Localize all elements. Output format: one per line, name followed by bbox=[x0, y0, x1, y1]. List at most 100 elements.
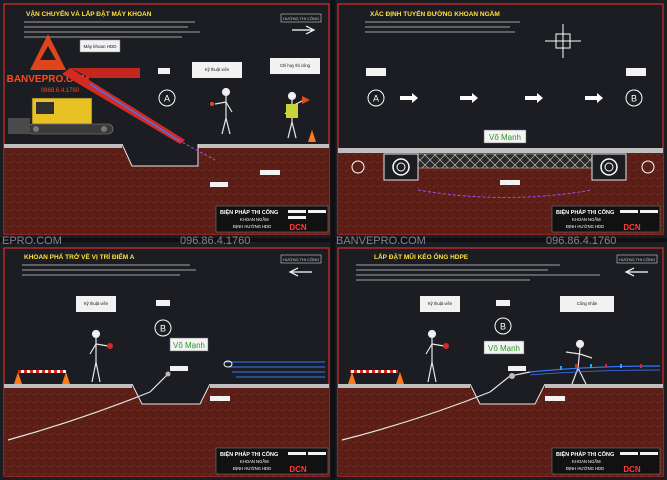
worker-note-4: Kỹ thuật viên bbox=[428, 301, 453, 306]
point-b-tag-3 bbox=[156, 300, 170, 306]
panel-2-notes bbox=[365, 21, 520, 33]
direction-box bbox=[280, 13, 322, 23]
point-a-tag bbox=[158, 68, 170, 74]
panel-3: KHOAN PHÁ TRỞ VỀ VỊ TRÍ ĐIỂM A HƯỚNG THI… bbox=[3, 247, 330, 477]
direction-box-3 bbox=[280, 254, 322, 264]
point-b-marker-3 bbox=[154, 319, 172, 337]
manhole-right bbox=[591, 153, 627, 181]
soil-tag bbox=[260, 170, 280, 175]
pipe-section-icon-2 bbox=[641, 160, 655, 174]
machine-note: Máy khoan HDD bbox=[83, 44, 117, 49]
road-surface-3-left bbox=[4, 384, 132, 388]
stamp-line2-3: KHOAN NGẦM bbox=[240, 459, 269, 464]
reamer-tag bbox=[170, 366, 188, 371]
stamp-line1-4: BIỆN PHÁP THI CÔNG bbox=[556, 450, 614, 458]
road-name-plate-4 bbox=[483, 340, 525, 355]
worker-note-2: Chỉ huy thi công bbox=[280, 63, 311, 68]
stamp-line3: ĐỊNH HƯỚNG HDD bbox=[233, 224, 271, 229]
point-b-tag-2 bbox=[626, 68, 646, 76]
panel-4-notes bbox=[356, 264, 600, 281]
point-b-label-3: B bbox=[160, 324, 166, 334]
hdd-drill-machine bbox=[8, 68, 185, 144]
traffic-cone-icon-4 bbox=[62, 372, 70, 384]
panel-1-title-block: BIỆN PHÁP THI CÔNG KHOAN NGẦM ĐỊNH HƯỚNG… bbox=[215, 205, 329, 233]
soil-tag-2 bbox=[210, 182, 228, 187]
traffic-cone-icon-3 bbox=[14, 372, 22, 384]
stamp-line3-3: ĐỊNH HƯỚNG HDD bbox=[233, 466, 271, 471]
locator-icon bbox=[107, 343, 113, 349]
stamp-line2-4: KHOAN NGẦM bbox=[572, 459, 601, 464]
road-base-gravel bbox=[417, 153, 593, 169]
panel-1-title: VẬN CHUYỂN VÀ LẮP ĐẶT MÁY KHOAN bbox=[26, 9, 152, 18]
soil-tag-4 bbox=[210, 396, 230, 401]
worker-callout-1 bbox=[192, 62, 242, 78]
road-name-plate-2 bbox=[483, 129, 527, 144]
traffic-cone-icon-5 bbox=[348, 372, 356, 384]
worker-callout-5 bbox=[560, 296, 614, 312]
watermark-phone-right: 096.86.4.1760 bbox=[546, 235, 616, 247]
point-a-marker bbox=[158, 89, 176, 107]
direction-label-4: HƯỚNG THI CÔNG bbox=[619, 257, 655, 262]
road-name-4: Võ Mạnh bbox=[488, 344, 520, 353]
stamp-line1: BIỆN PHÁP THI CÔNG bbox=[220, 208, 278, 216]
panel-2: XÁC ĐỊNH TUYẾN ĐƯỜNG KHOAN NGẦM A B Võ M… bbox=[337, 3, 664, 235]
panel-4-title: LẮP ĐẶT MŨI KÉO ỐNG HDPE bbox=[374, 251, 469, 261]
banvepro-logo: BANVEPRO.COM 0868.6.4.1760 bbox=[7, 34, 89, 94]
locator-icon-4 bbox=[443, 343, 449, 349]
point-b-marker-2 bbox=[625, 89, 643, 107]
reamer-head-icon bbox=[165, 371, 171, 377]
panel-3-title: KHOAN PHÁ TRỞ VỀ VỊ TRÍ ĐIỂM A bbox=[24, 251, 135, 261]
direction-label-3: HƯỚNG THI CÔNG bbox=[283, 257, 319, 262]
soil-tag-3 bbox=[500, 180, 520, 185]
point-a-marker-2 bbox=[367, 89, 385, 107]
pull-head-tag bbox=[508, 366, 526, 371]
panel-2-title-block: BIỆN PHÁP THI CÔNG KHOAN NGẦM ĐỊNH HƯỚNG… bbox=[551, 205, 661, 233]
reamer-rod bbox=[149, 373, 169, 393]
direction-box-4 bbox=[616, 254, 658, 264]
stamp-line3-2: ĐỊNH HƯỚNG HDD bbox=[566, 224, 604, 229]
road-surface-right bbox=[198, 144, 329, 148]
manhole-left bbox=[383, 153, 419, 181]
machine-callout bbox=[79, 39, 121, 53]
watermark-strip: EPRO.COM 096.86.4.1760 BANVEPRO.COM 096.… bbox=[2, 235, 616, 247]
road-name-2: Võ Mạnh bbox=[489, 133, 521, 142]
worker-note-3: Kỹ thuật viên bbox=[84, 301, 109, 306]
point-a-label-2: A bbox=[373, 94, 379, 104]
hdpe-pipe-line bbox=[529, 364, 661, 376]
detector-icon bbox=[210, 102, 214, 106]
crosshair-icon bbox=[545, 24, 581, 58]
point-a-tag-2 bbox=[366, 68, 386, 76]
stamp-logo-4: DCN bbox=[623, 465, 641, 474]
road-surface-3-right bbox=[210, 384, 329, 388]
panel-1-notes bbox=[24, 21, 200, 38]
point-b-label-4: B bbox=[500, 322, 506, 332]
stamp-line2: KHOAN NGẦM bbox=[240, 217, 269, 222]
traffic-cone-icon bbox=[308, 130, 316, 142]
barrier bbox=[18, 370, 66, 373]
route-arrows bbox=[400, 93, 603, 103]
drill-rod-4 bbox=[341, 391, 491, 441]
point-b-label-2: B bbox=[631, 94, 637, 104]
worker-callout-2 bbox=[270, 58, 320, 74]
direction-label: HƯỚNG THI CÔNG bbox=[283, 16, 319, 21]
stamp-line2-2: KHOAN NGẦM bbox=[572, 217, 601, 222]
safety-vest-icon bbox=[286, 104, 298, 118]
panel-3-notes bbox=[22, 264, 196, 276]
panel-1: VẬN CHUYỂN VÀ LẮP ĐẶT MÁY KHOAN HƯỚNG TH… bbox=[3, 3, 330, 235]
exit-pit-4 bbox=[469, 383, 546, 405]
stamp-line1-3: BIỆN PHÁP THI CÔNG bbox=[220, 450, 278, 458]
point-b-tag-4 bbox=[496, 300, 510, 306]
road-name-3: Võ Mạnh bbox=[173, 341, 205, 350]
pipe-section-icon bbox=[351, 160, 365, 174]
entry-pit bbox=[121, 143, 199, 167]
stamp-logo-2: DCN bbox=[623, 223, 641, 232]
road-surface-4-right bbox=[545, 384, 663, 388]
arrow-left-icon-4 bbox=[624, 267, 648, 277]
worker-figure-1 bbox=[214, 87, 233, 135]
traffic-cone-icon-6 bbox=[396, 372, 404, 384]
panel-4: LẮP ĐẶT MŨI KÉO ỐNG HDPE HƯỚNG THI CÔNG … bbox=[337, 247, 664, 477]
stamp-logo: DCN bbox=[289, 223, 307, 232]
road-surface-2 bbox=[338, 148, 663, 153]
worker-callout-3 bbox=[76, 296, 116, 312]
exit-pit-3 bbox=[131, 383, 211, 405]
